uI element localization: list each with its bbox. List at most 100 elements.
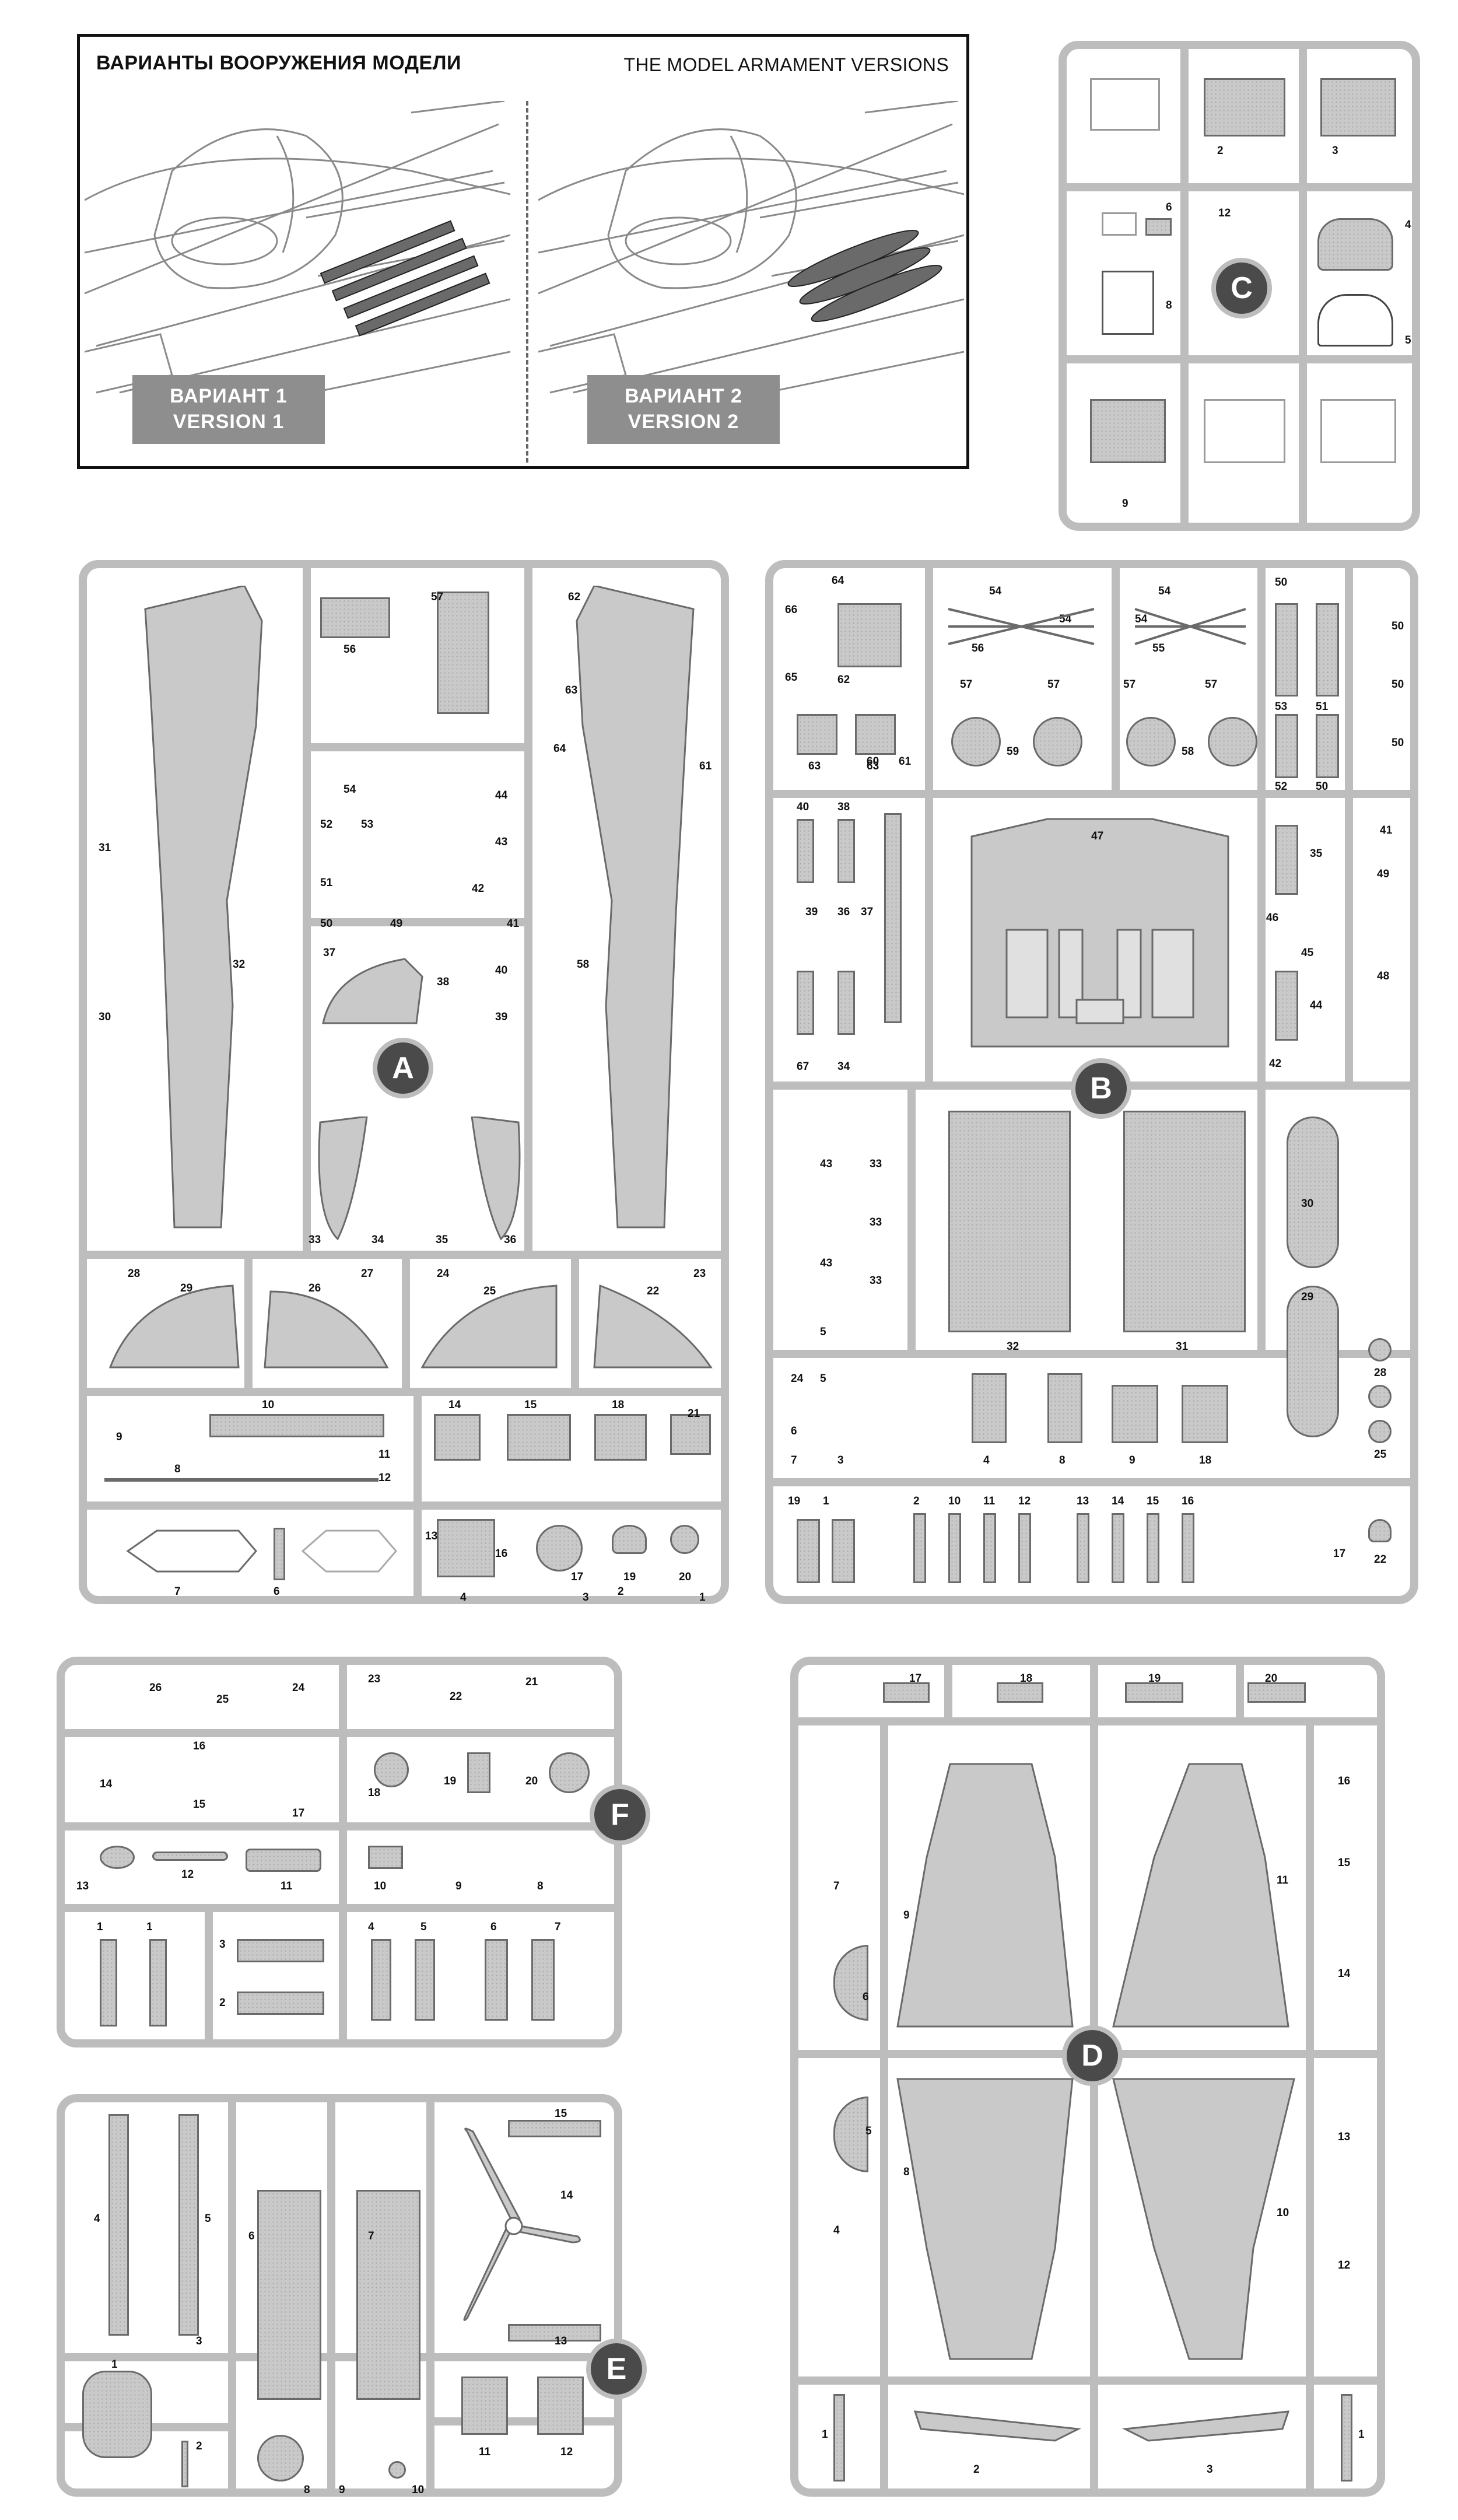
sprue-b-part-label: 33: [870, 1216, 882, 1228]
sprue-b-part-label: 39: [805, 906, 818, 918]
sprue-a-part-label: 56: [344, 643, 356, 656]
sprue-e-letter: E: [606, 2352, 627, 2386]
sprue-b-part-label: 55: [1152, 642, 1165, 654]
sprue-f-letter: F: [611, 1798, 629, 1832]
sprue-e-part-label: 9: [339, 2484, 345, 2496]
sprue-f-part-label: 7: [555, 1921, 561, 1933]
sprue-a-part-label: 8: [174, 1463, 181, 1475]
sprue-b-part-label: 8: [1059, 1454, 1066, 1466]
sprue-a-letter-badge: A: [373, 1038, 433, 1098]
sprue-a-part-label: 18: [612, 1399, 625, 1411]
sprue-f-part-label: 16: [193, 1740, 206, 1752]
sprue-b-part-label: 66: [785, 604, 798, 616]
sprue-b-part-label: 65: [785, 671, 798, 684]
sprue-b-part-label: 41: [1380, 824, 1393, 836]
sprue-b-part-label: 14: [1112, 1495, 1124, 1507]
sprue-a-part-label: 7: [174, 1586, 181, 1598]
sprue-b-part-label: 11: [983, 1495, 996, 1507]
sprue-b-part-label: 51: [1316, 701, 1329, 713]
version1-badge: ВАРИАНТ 1 VERSION 1: [132, 375, 325, 444]
sprue-b-part-label: 57: [1205, 678, 1218, 691]
sprue-e-part-label: 8: [304, 2484, 310, 2496]
sprue-f-part-label: 11: [281, 1880, 293, 1892]
sprue-d-part-label: 2: [973, 2463, 980, 2476]
sprue-c: 2 3 6 12 4 8 5 C 9: [1059, 41, 1420, 531]
sprue-b-part-label: 1: [823, 1495, 829, 1507]
sprue-b-part-label: 45: [1301, 947, 1314, 959]
sprue-e-part-label: 3: [196, 2335, 202, 2347]
sprue-b-part-label: 48: [1377, 970, 1390, 982]
sprue-e-part-label: 15: [555, 2108, 567, 2120]
sprue-a-part-label: 44: [495, 789, 508, 802]
sprue-a-part-label: 17: [571, 1571, 584, 1583]
sprue-e-part-label: 5: [205, 2213, 211, 2225]
sprue-a-part-label: 9: [116, 1431, 122, 1443]
sprue-e-part-label: 14: [560, 2189, 573, 2202]
sprue-e-part-label: 13: [555, 2335, 567, 2347]
sprue-f-part-label: 13: [76, 1880, 89, 1892]
armament-title-en: THE MODEL ARMAMENT VERSIONS: [623, 54, 949, 75]
sprue-d-part-label: 9: [903, 1909, 910, 1922]
sprue-f-part-label: 1: [146, 1921, 153, 1933]
sprue-b-part-label: 47: [1091, 830, 1104, 842]
sprue-a-part-label: 25: [483, 1285, 496, 1297]
sprue-c-part-label: 8: [1166, 299, 1172, 312]
sprue-e-part-label: 1: [111, 2358, 118, 2371]
sprue-b-part-label: 35: [1310, 848, 1323, 860]
sprue-d-part-label: 14: [1338, 1968, 1351, 1980]
sprue-b-part-label: 46: [1266, 912, 1279, 924]
sprue-a-part-label: 32: [233, 958, 246, 971]
sprue-f-part-label: 4: [368, 1921, 374, 1933]
sprue-f-part-label: 25: [216, 1693, 229, 1706]
sprue-a-part-label: 41: [507, 918, 520, 930]
sprue-a-part-label: 36: [504, 1234, 517, 1246]
sprue-d-part-label: 3: [1207, 2463, 1213, 2476]
sprue-b-part-label: 50: [1392, 737, 1404, 749]
sprue-a-part-label: 53: [361, 818, 374, 831]
sprue-b-part-label: 40: [797, 801, 809, 813]
sprue-b-part-label: 37: [861, 906, 874, 918]
sprue-f-part-label: 12: [181, 1868, 194, 1881]
sprue-b-part-label: 15: [1147, 1495, 1159, 1507]
sprue-b-part-label: 3: [837, 1454, 844, 1466]
sprue-b-part-label: 28: [1374, 1367, 1387, 1379]
sprue-a-part-label: 1: [699, 1591, 706, 1604]
sprue-a-part-label: 43: [495, 836, 508, 848]
sprue-a-part-label: 61: [699, 760, 712, 772]
sprue-f-part-label: 20: [525, 1775, 538, 1787]
sprue-b-part-label: 12: [1018, 1495, 1031, 1507]
sprue-b-part-label: 33: [870, 1158, 882, 1170]
sprue-d-part-label: 15: [1338, 1857, 1351, 1869]
sprue-c-part-label: 4: [1405, 219, 1411, 231]
sprue-c-part-label: 9: [1122, 498, 1128, 510]
sprue-b-part-label: 7: [791, 1454, 797, 1466]
sprue-a-part-label: 64: [553, 743, 566, 755]
sprue-a-part-label: 11: [378, 1448, 391, 1461]
sprue-b-part-label: 50: [1316, 780, 1329, 793]
sprue-b-letter: B: [1090, 1072, 1112, 1105]
sprue-b-part-label: 50: [1275, 576, 1288, 589]
sprue-d-part-label: 11: [1277, 1874, 1289, 1887]
sprue-f-part-label: 23: [368, 1673, 381, 1685]
sprue-b-part-label: 42: [1269, 1058, 1282, 1070]
sprue-f-part-label: 3: [219, 1938, 226, 1951]
sprue-d-part-label: 4: [833, 2224, 840, 2236]
sprue-a-part-label: 52: [320, 818, 333, 831]
sprue-f-part-label: 18: [368, 1787, 381, 1799]
sprue-d-part-label: 20: [1265, 1672, 1278, 1685]
sprue-a-part-label: 58: [577, 958, 590, 971]
sprue-b-part-label: 29: [1301, 1291, 1314, 1303]
sprue-b-part-label: 57: [1047, 678, 1060, 691]
sprue-d-part-label: 1: [822, 2428, 828, 2441]
sprue-d-part-label: 13: [1338, 2131, 1351, 2143]
sprue-f-part-label: 2: [219, 1997, 226, 2009]
sprue-b-part-label: 22: [1374, 1553, 1387, 1566]
sprue-b-part-label: 17: [1333, 1548, 1346, 1560]
sprue-b-part-label: 13: [1077, 1495, 1089, 1507]
sprue-a-part-label: 30: [99, 1011, 111, 1023]
sprue-a-part-label: 21: [688, 1408, 700, 1420]
sprue-b-part-label: 59: [1007, 746, 1019, 758]
sprue-b: 64 66 65 62 63 63 54 54 56 54 54 55 57 5…: [765, 560, 1418, 1604]
sprue-b-part-label: 25: [1374, 1448, 1387, 1461]
sprue-b-part-label: 10: [948, 1495, 961, 1507]
